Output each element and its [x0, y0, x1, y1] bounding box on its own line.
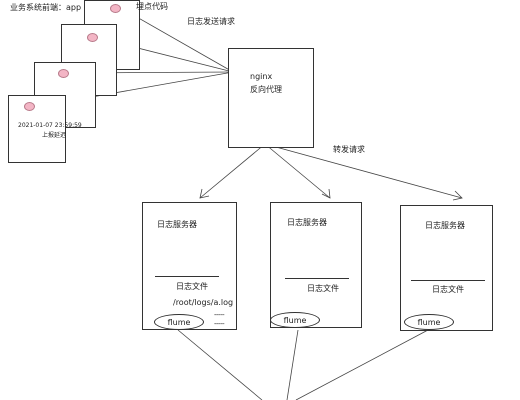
server-1-log-path: /root/logs/a.log	[173, 298, 234, 307]
log-server-3: 日志服务器 日志文件	[400, 205, 493, 331]
server-1-file-label: 日志文件	[176, 282, 208, 291]
flume-1-output-line	[177, 329, 263, 400]
arrowhead-server-2	[321, 188, 331, 199]
nginx-to-server-1-line	[199, 143, 266, 199]
app-screen-1: 2021-01-07 23:59:59 上报延迟	[8, 95, 82, 163]
tracking-dot-2	[58, 69, 69, 78]
server-1-log-lines: ----- -----	[214, 311, 225, 328]
server-2-title: 日志服务器	[287, 218, 327, 227]
server-1-divider	[155, 276, 219, 277]
log-server-2: 日志服务器 日志文件	[270, 202, 362, 328]
nginx-to-server-2-line	[264, 143, 331, 199]
server-2-file-label: 日志文件	[307, 284, 339, 293]
app-label: 业务系统前端：app	[10, 3, 82, 12]
report-delay-label: 上报延迟	[42, 132, 67, 139]
nginx-title: nginx	[250, 72, 273, 81]
flume-2-output-line	[286, 329, 299, 400]
forward-request-label: 转发请求	[333, 145, 365, 154]
server-1-flume: flume	[154, 314, 204, 330]
server-2-divider	[285, 278, 349, 279]
nginx-subtitle: 反向代理	[250, 85, 282, 94]
server-3-title: 日志服务器	[425, 221, 465, 230]
event-timestamp: 2021-01-07 23:59:59	[18, 122, 82, 129]
flume-3-output-line	[295, 329, 429, 400]
tracking-code-label: 埋点代码	[136, 2, 168, 11]
tracking-dot-3	[87, 33, 98, 42]
tracking-dot-4	[110, 4, 121, 13]
log-server-1: 日志服务器 日志文件 /root/logs/a.log ----- -----	[142, 202, 237, 330]
server-3-divider	[411, 280, 485, 281]
server-3-file-label: 日志文件	[432, 285, 464, 294]
nginx-to-server-3-line	[264, 143, 463, 199]
send-request-label: 日志发送请求	[187, 17, 235, 26]
arrowhead-server-3	[452, 190, 463, 201]
server-1-title: 日志服务器	[157, 220, 197, 229]
nginx-box: nginx 反向代理	[228, 48, 314, 148]
tracking-dot-1	[24, 102, 35, 111]
server-2-flume: flume	[270, 312, 320, 328]
server-3-flume: flume	[404, 314, 454, 330]
arrowhead-server-1	[199, 188, 210, 199]
